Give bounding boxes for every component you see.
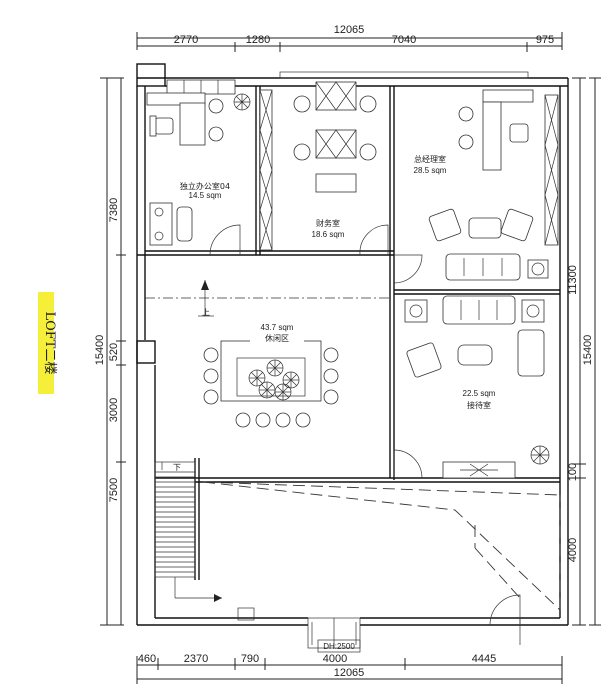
lounge-chair: [275, 412, 291, 428]
bottom-dimension-group: 460 2370 790 4000 4445 12065: [136, 653, 563, 684]
dim-bottom-seg-4: 4000: [323, 653, 347, 665]
door-label: DH:2500: [323, 642, 355, 651]
gm-door: [393, 254, 423, 284]
reception-name: 接待室: [467, 400, 491, 410]
office-desk-top: [146, 92, 206, 106]
loft-label-group: LOFT二楼: [38, 292, 57, 394]
lounge-chair: [323, 347, 339, 363]
lounge-plants: [248, 359, 300, 401]
dim-bottom-seg-1: 460: [138, 653, 156, 665]
lounge-plant: [248, 369, 266, 387]
dim-top-seg-4: 975: [536, 34, 554, 46]
finance-name: 财务室: [316, 218, 340, 228]
loft-void-outline: [202, 481, 561, 611]
gm-office-furniture: 总经理室 28.5 sqm: [402, 89, 559, 281]
finance-shelf: [259, 89, 273, 251]
reception-side-table-2: [521, 299, 545, 323]
dim-bottom-total: 12065: [334, 667, 365, 679]
office-sofa: [149, 202, 173, 246]
dim-top-seg-2: 1280: [246, 34, 270, 46]
office-area: 14.5 sqm: [189, 191, 222, 200]
finance-area: 18.6 sqm: [312, 230, 345, 239]
office-stool-1: [208, 98, 224, 114]
lounge-name: 休闲区: [265, 333, 289, 343]
lounge-plant: [258, 381, 276, 399]
left-dimension-group: 15400 7380 520 3000 7500: [94, 77, 126, 626]
lounge-chair: [203, 368, 219, 384]
lounge-furniture: 43.7 sqm 休闲区: [203, 320, 339, 428]
gm-armchair-2: [500, 208, 534, 242]
column-left: [136, 340, 156, 364]
stair-up-label: 上: [202, 308, 210, 317]
right-dimension-group: 11300 100 4000 15400: [567, 77, 601, 626]
gm-chair: [509, 123, 529, 143]
doors: DH:2500: [209, 224, 521, 653]
finance-desk-2: [315, 129, 357, 159]
gm-coffee-table: [468, 217, 502, 239]
dim-bottom-seg-3: 790: [241, 653, 259, 665]
loft-label: LOFT二楼: [42, 312, 57, 375]
finance-cabinet: [315, 173, 357, 193]
lounge-chair: [203, 347, 219, 363]
gm-armchair-1: [428, 208, 462, 242]
dim-left-outer: 15400: [94, 335, 106, 366]
loft-highlight: [38, 292, 54, 394]
stair-down-label: 下: [173, 463, 181, 472]
finance-desk-1: [315, 81, 357, 111]
lounge-area: 43.7 sqm: [261, 323, 294, 332]
lounge-chair: [323, 368, 339, 384]
office-door: [209, 224, 241, 256]
office-coffee-table: [176, 206, 193, 242]
lounge-chairs: [203, 347, 339, 428]
finance-door: [359, 224, 389, 256]
dim-left-seg-2: 520: [108, 343, 120, 361]
dim-right-outer: 15400: [582, 335, 594, 366]
lounge-chair: [295, 412, 311, 428]
dim-top-seg-1: 2770: [174, 34, 198, 46]
dim-left-seg-3: 3000: [108, 398, 120, 422]
office-04-furniture: 独立办公室04 14.5 sqm: [146, 79, 251, 246]
lounge-table: [220, 340, 322, 402]
gm-name: 总经理室: [414, 154, 446, 164]
lounge-plant: [282, 371, 300, 389]
reception-side-table-1: [404, 299, 428, 323]
lounge-chair: [235, 412, 251, 428]
reception-door: [393, 449, 423, 479]
top-dimension-group: 12065 2770 1280 7040 975: [136, 24, 563, 52]
dim-bottom-seg-2: 2370: [184, 653, 208, 665]
gm-area: 28.5 sqm: [414, 166, 447, 175]
finance-furniture: 财务室 18.6 sqm: [259, 81, 377, 251]
stair-treads: [155, 471, 195, 573]
dim-left-seg-4: 7500: [108, 478, 120, 502]
dim-top-total: 12065: [334, 24, 365, 36]
lounge-chair: [255, 412, 271, 428]
office-name: 独立办公室04: [180, 181, 230, 191]
gm-side-table: [527, 259, 549, 279]
dim-right-seg-1: 11300: [567, 265, 579, 295]
lounge-chair: [323, 389, 339, 405]
dim-right-seg-2: 100: [567, 463, 579, 481]
reception-armchair: [406, 342, 442, 378]
dim-top-seg-3: 7040: [392, 34, 416, 46]
reception-furniture: 22.5 sqm 接待室: [404, 295, 550, 479]
gm-desk-side: [482, 101, 502, 171]
gm-desk-top: [482, 89, 534, 103]
office-desk-side: [179, 102, 206, 146]
column-top-left: [136, 63, 166, 87]
reception-sofa-2: [517, 329, 545, 377]
office-chair: [154, 117, 174, 135]
lounge-planter: [236, 357, 306, 397]
staircase: 下 上: [154, 280, 222, 602]
reception-coffee-table: [457, 344, 493, 366]
entrance-door: [489, 594, 521, 626]
dim-left-seg-1: 7380: [108, 198, 120, 222]
office-stool-2: [208, 126, 224, 142]
lounge-chair: [203, 389, 219, 405]
reception-area: 22.5 sqm: [463, 389, 496, 398]
lounge-plant: [274, 383, 292, 401]
lounge-plant: [266, 359, 284, 377]
dim-right-seg-3: 4000: [567, 538, 579, 562]
dim-bottom-seg-5: 4445: [472, 653, 496, 665]
